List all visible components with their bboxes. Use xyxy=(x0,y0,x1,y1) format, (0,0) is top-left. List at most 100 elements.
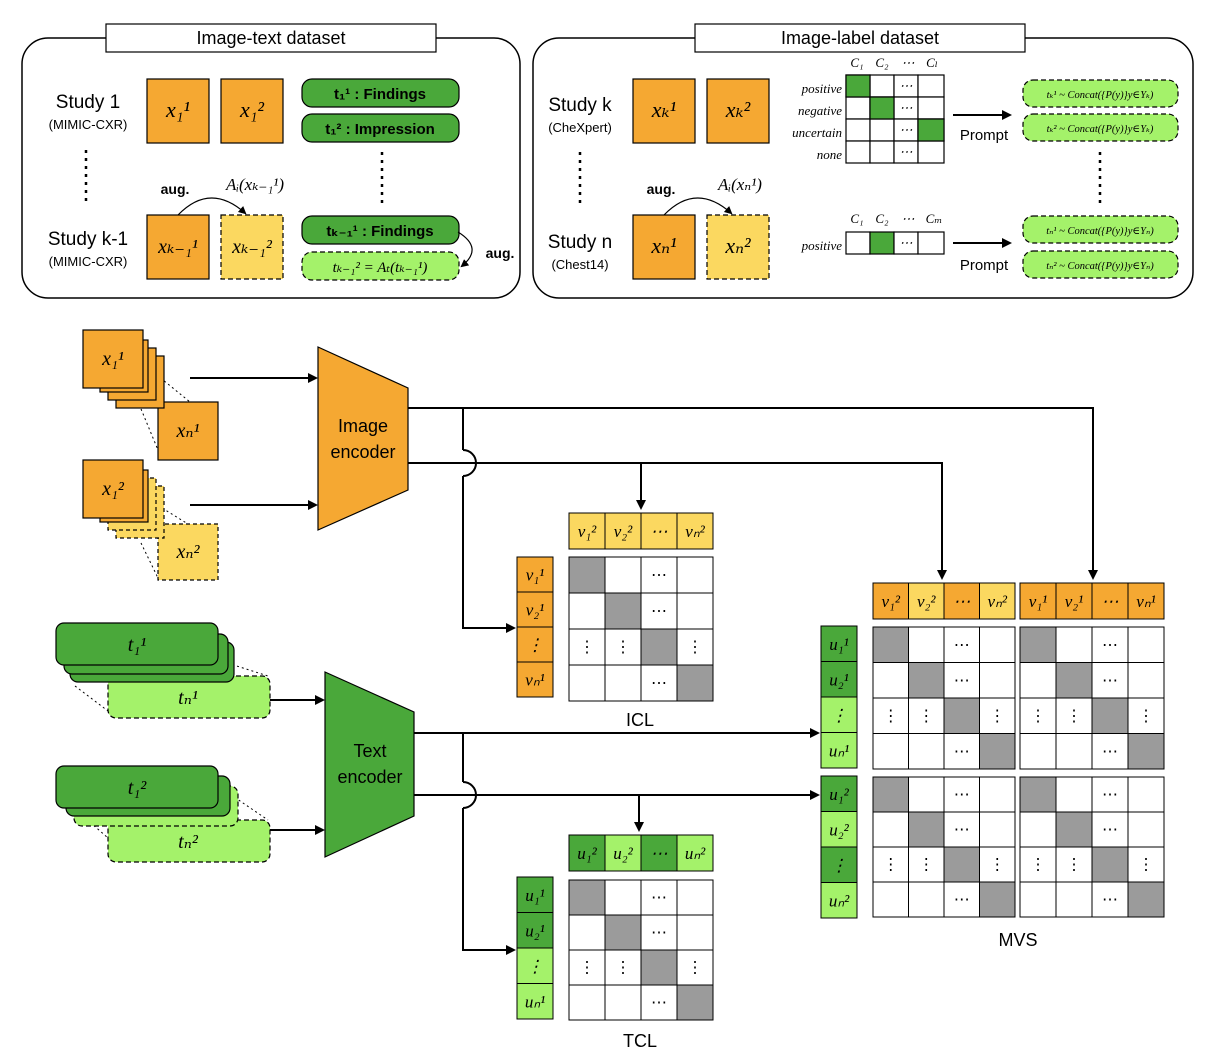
image-xk1-label: xₖ₋₁¹ xyxy=(157,236,198,258)
image-xk1-right-label: xₖ¹ xyxy=(651,97,676,122)
mvs-matrix-a2-cell xyxy=(943,846,980,883)
mvs-top-b-label: v₁¹ xyxy=(1029,592,1048,611)
image-xk1 xyxy=(146,214,210,280)
aug-right-formula: Aᵢ(xₙ¹) xyxy=(717,175,762,194)
tcl-matrix-cell xyxy=(604,879,642,916)
mvs-matrix-a1-ellipsis: ⋯ xyxy=(954,672,970,689)
tcl-top-label: ⋯ xyxy=(651,844,668,863)
mvs-matrix-a2-cell xyxy=(979,881,1016,918)
icl-top-cell xyxy=(640,512,678,550)
prompt-tk1-box xyxy=(1022,79,1179,108)
icl-matrix-cell xyxy=(604,592,642,630)
study-k-source: (CheXpert) xyxy=(548,120,612,135)
mvs-top-a-label: vₙ² xyxy=(988,592,1008,611)
icl-left-label: ⋮ xyxy=(527,636,544,655)
svg-text:xₙ²: xₙ² xyxy=(176,541,201,563)
mvs-left-a-cell xyxy=(820,732,858,769)
mvs-matrix-a1-ellipsis: ⋮ xyxy=(918,708,934,725)
study1-label: Study 1 xyxy=(56,92,120,113)
findings-text-box xyxy=(301,78,460,108)
image-x12 xyxy=(220,78,284,144)
tcl-top-cell xyxy=(604,834,642,872)
mvs-matrix-b2-cell xyxy=(1091,776,1129,813)
icl-matrix-cell xyxy=(568,592,606,630)
mvs-top-a-cell xyxy=(908,582,945,620)
mvs-matrix-b1-cell xyxy=(1127,733,1165,770)
tcl-matrix-cell xyxy=(640,914,678,951)
mvs-left-a-label: ⋮ xyxy=(831,706,848,725)
mvs-matrix-a2-ellipsis: ⋮ xyxy=(989,857,1005,874)
aug-image-formula: Aᵢ(xₖ₋₁¹) xyxy=(225,175,284,194)
label-grid-bottom: C₁ C₂ ⋯ Cₘ positive ⋯ xyxy=(801,211,945,255)
mvs-top-b-label: v₂¹ xyxy=(1065,592,1084,611)
study-n-source: (Chest14) xyxy=(551,257,608,272)
icl-matrix-cell xyxy=(640,628,678,666)
findings-k-text-box xyxy=(301,215,460,245)
icl-top-cell xyxy=(568,512,606,550)
mvs-matrix-b2-cell xyxy=(1055,776,1093,813)
tcl-matrix-cell xyxy=(604,914,642,951)
image-label-title: Image-label dataset xyxy=(781,28,939,48)
mvs-matrix-a1-cell xyxy=(872,733,909,770)
grid-col-c1: C₁ xyxy=(850,55,863,70)
tcl-left-label: uₙ¹ xyxy=(525,992,545,1011)
image-x12-label: x₁² xyxy=(239,97,264,122)
tcl-matrix-cell xyxy=(568,984,606,1021)
mvs-top-a-cell xyxy=(872,582,909,620)
mvs-left-b-label: ⋮ xyxy=(831,856,848,875)
mvs-matrix-b1-cell xyxy=(1019,697,1057,734)
mvs-matrix-a1-cell xyxy=(872,626,909,663)
mvs-matrix-b2-cell xyxy=(1019,811,1057,848)
mvs-matrix-a1-cell xyxy=(979,626,1016,663)
prompt-tk1: tₖ¹ ~ Concat({P(y)}y∈Yₖ) xyxy=(1047,90,1154,101)
tcl-matrix-ellipsis: ⋯ xyxy=(651,925,667,942)
tcl-matrix-ellipsis: ⋯ xyxy=(651,890,667,907)
study1-source: (MIMIC-CXR) xyxy=(49,117,128,132)
mvs-matrix-b2-cell xyxy=(1055,811,1093,848)
mvs-left-b-label: u₂² xyxy=(829,820,849,839)
icl-matrix-cell xyxy=(676,592,714,630)
tcl-top-label: u₁² xyxy=(577,844,597,863)
image-text-title: Image-text dataset xyxy=(196,28,345,48)
icl-matrix-cell xyxy=(604,556,642,594)
svg-text:x₁²: x₁² xyxy=(101,478,125,500)
icl-matrix-ellipsis: ⋮ xyxy=(687,639,703,656)
mvs-matrix-b2-cell xyxy=(1127,846,1165,883)
mvs-matrix-b2-cell xyxy=(1055,881,1093,918)
tcl-left-cell xyxy=(516,947,554,984)
mvs-top-b-cell xyxy=(1055,582,1093,620)
mvs-matrix-a2-cell xyxy=(979,811,1016,848)
mvs-matrix-a2-cell xyxy=(979,776,1016,813)
mvs-matrix-b2-ellipsis: ⋯ xyxy=(1102,787,1118,804)
image-xn1-label: xₙ¹ xyxy=(650,233,676,258)
tcl-left-label: u₁¹ xyxy=(525,886,545,905)
icl-matrix-cell xyxy=(640,664,678,702)
mvs-matrix-b1-cell xyxy=(1055,733,1093,770)
prompt-bottom: Prompt xyxy=(960,257,1009,274)
image-xn2-label: xₙ² xyxy=(724,233,751,258)
mvs-matrix-b1-cell xyxy=(1127,697,1165,734)
mvs-matrix-b1-cell xyxy=(1055,662,1093,699)
icl-matrix-ellipsis: ⋮ xyxy=(615,639,631,656)
grid2-row-positive: positive xyxy=(801,238,843,253)
mvs-matrix-a1-ellipsis: ⋮ xyxy=(989,708,1005,725)
icl-left-cell xyxy=(516,556,554,593)
svg-text:⋯: ⋯ xyxy=(900,122,913,137)
mvs-matrix-a1-cell xyxy=(979,697,1016,734)
svg-text:t₁²: t₁² xyxy=(128,777,148,799)
mvs-matrix-b2-ellipsis: ⋮ xyxy=(1030,857,1046,874)
mvs-matrix-b1-ellipsis: ⋮ xyxy=(1066,708,1082,725)
mvs-top-a-label: v₂² xyxy=(917,592,936,611)
icl-left-label: vₙ¹ xyxy=(525,671,544,690)
tcl-matrix-ellipsis: ⋮ xyxy=(615,960,631,977)
mvs-matrix-a1-cell xyxy=(872,697,909,734)
mvs-matrix-b2-cell xyxy=(1127,776,1165,813)
mvs-matrix-b2-cell xyxy=(1091,846,1129,883)
image-xk2-label: xₖ₋₁² xyxy=(231,236,273,258)
prompt-tn2: tₙ² ~ Concat({P(y)}y∈Yₙ) xyxy=(1046,261,1154,272)
mvs-matrix-b2-cell xyxy=(1019,881,1057,918)
mvs-left-a-cell xyxy=(820,661,858,698)
augmented-text: tₖ₋₁² = Aₜ(tₖ₋₁¹) xyxy=(333,260,428,276)
